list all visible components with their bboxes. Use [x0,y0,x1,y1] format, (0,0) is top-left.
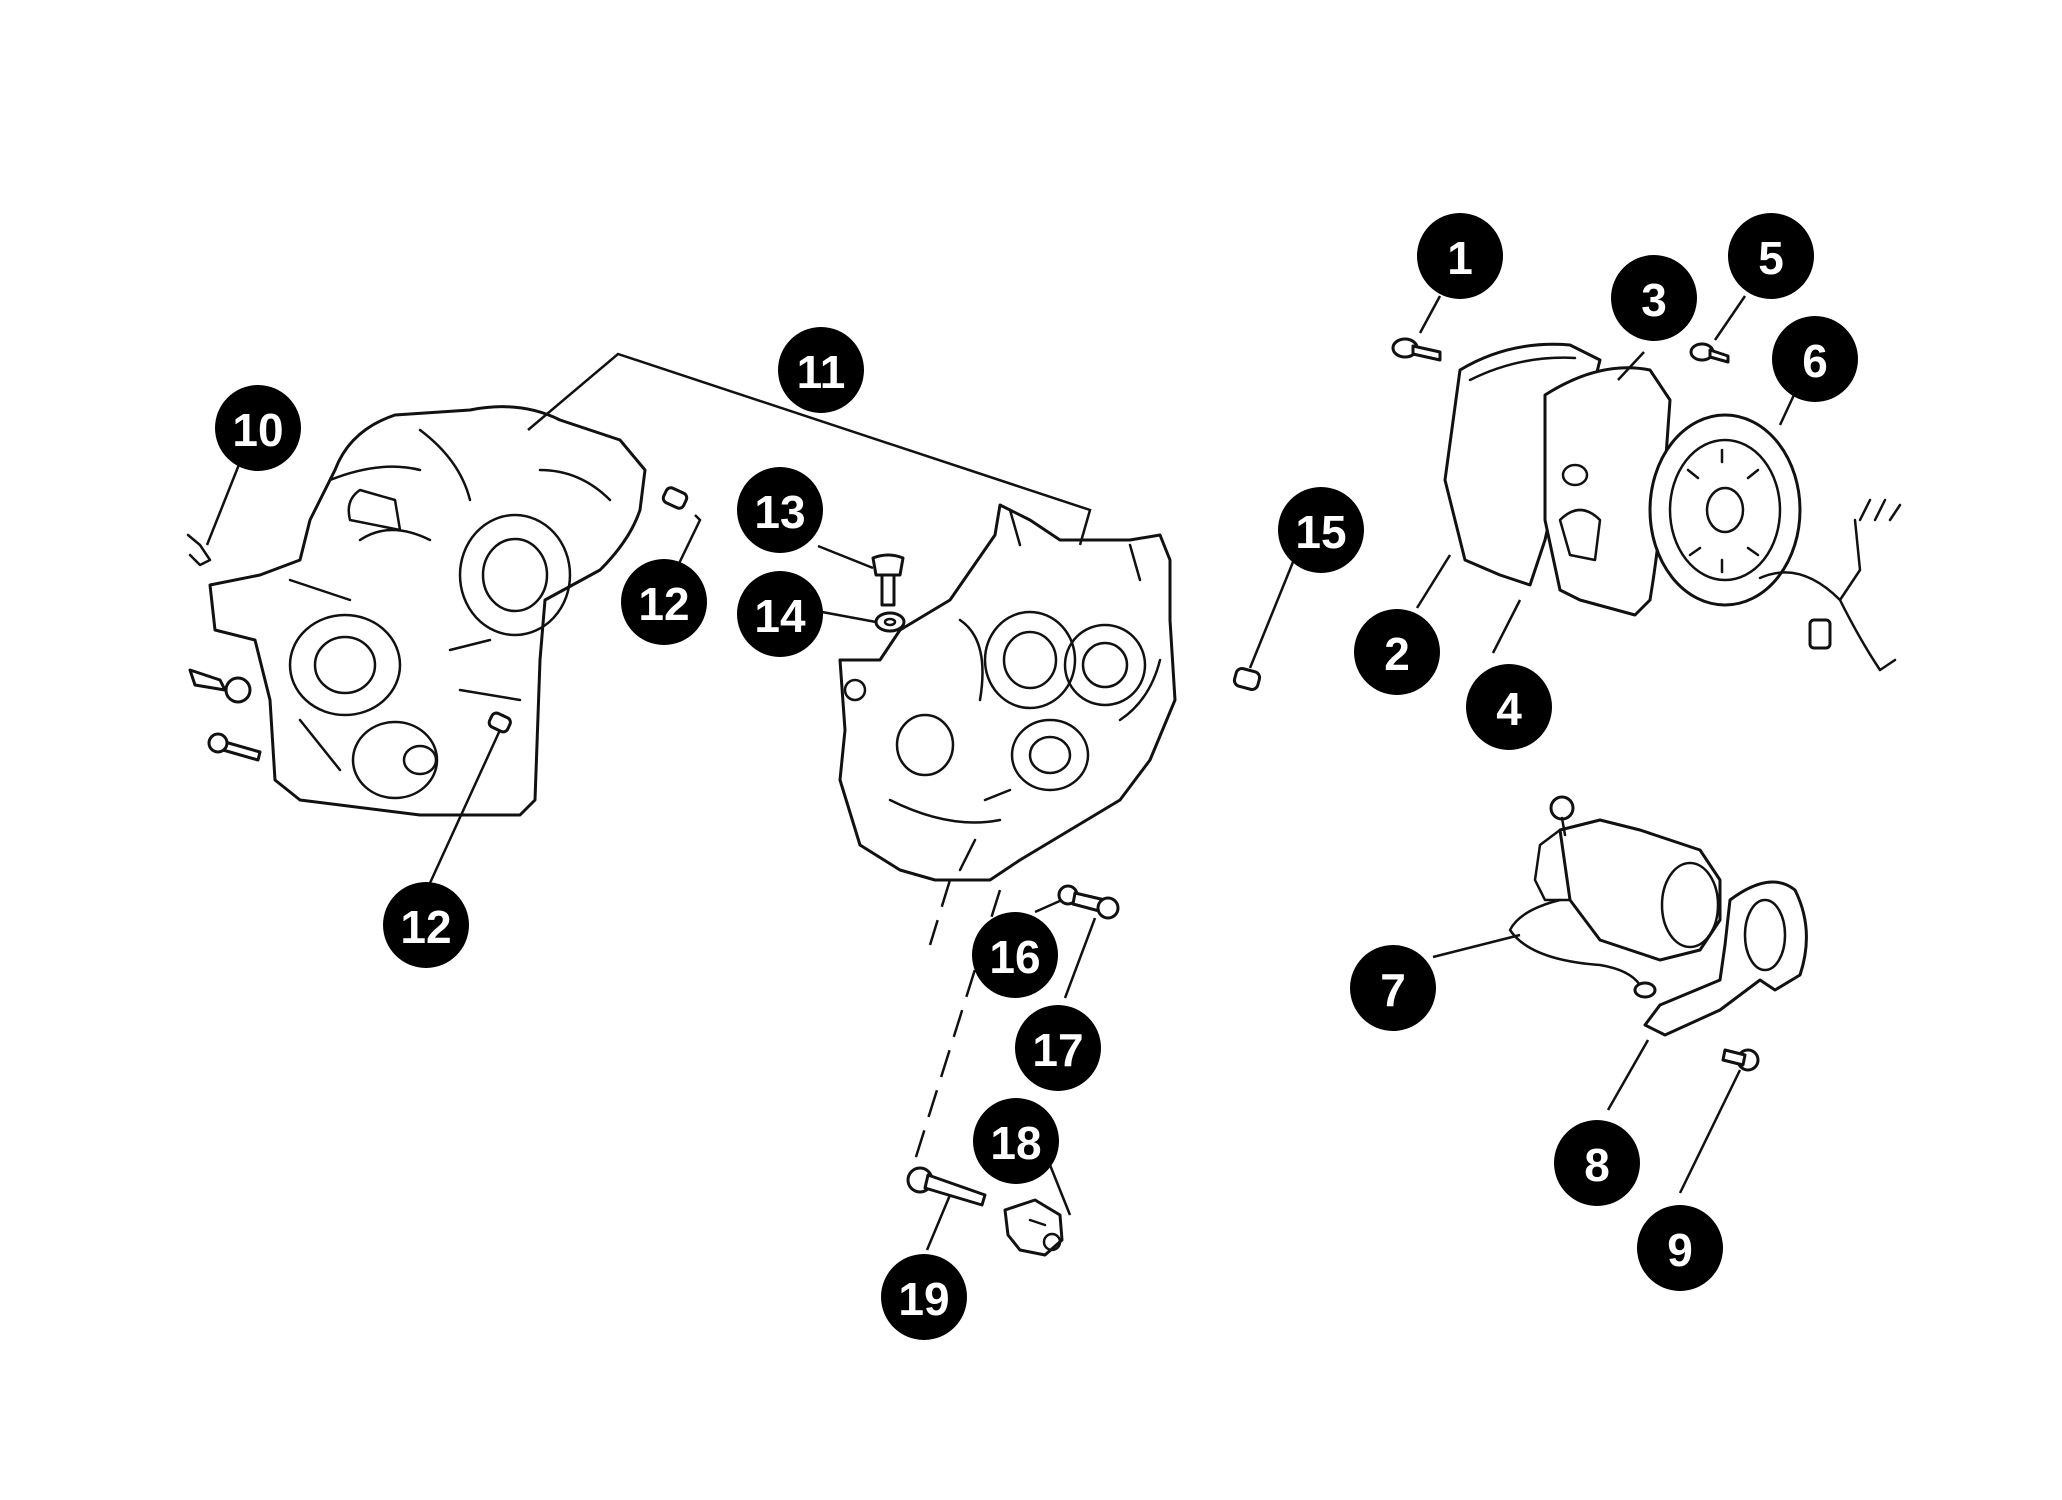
leader-12b [428,729,502,884]
callout-1: 1 [1417,213,1503,299]
callout-19: 19 [881,1254,967,1340]
callout-9-label: 9 [1667,1224,1693,1276]
callout-16: 16 [972,912,1058,998]
callout-13: 13 [737,467,823,553]
starter-cable [1508,898,1657,999]
bolt-9 [1721,1048,1760,1072]
leader-7 [1432,933,1521,959]
callout-10: 10 [215,385,301,471]
leader-9 [1678,1069,1742,1194]
callout-3-label: 3 [1641,274,1667,326]
leader-1 [1418,295,1442,334]
callout-5-label: 5 [1758,232,1784,284]
callout-8: 8 [1554,1120,1640,1206]
callout-14: 14 [737,571,823,657]
callout-4: 4 [1466,664,1552,750]
callout-18-label: 18 [990,1117,1041,1169]
callout-12-lower: 12 [383,882,469,968]
callout-6: 6 [1772,316,1858,402]
bolt-1 [1391,337,1442,362]
callout-2: 2 [1354,609,1440,695]
leader-dashed-short [928,879,952,946]
callout-13-label: 13 [754,486,805,538]
callout-9: 9 [1637,1205,1723,1291]
pin-10 [186,533,212,567]
callout-7-label: 7 [1380,964,1406,1016]
leader-15 [1248,561,1295,669]
callout-17-label: 17 [1032,1024,1083,1076]
callout-12-lower-label: 12 [400,901,451,953]
left-crankcase-half [208,405,647,817]
leader-17 [1063,917,1097,999]
leader-10 [205,461,242,546]
leader-lines [205,295,1802,1251]
leader-3 [1617,351,1645,381]
bolt-13 [871,553,905,607]
callout-15: 15 [1278,487,1364,573]
callout-18: 18 [973,1098,1059,1184]
callout-6-label: 6 [1802,335,1828,387]
callout-14-label: 14 [754,590,806,642]
starter-motor [1533,795,1722,962]
leader-5 [1713,295,1747,341]
callout-12-upper-label: 12 [638,578,689,630]
leader-2 [1415,554,1452,609]
callout-12-upper: 12 [621,559,707,645]
starter-bracket [1643,880,1808,1037]
callout-10-label: 10 [232,404,283,456]
plug-15 [1232,667,1262,691]
callout-4-label: 4 [1496,683,1522,735]
callout-3: 3 [1611,255,1697,341]
leader-18 [1046,1159,1072,1216]
leader-11 [527,352,1092,546]
callout-17: 17 [1015,1005,1101,1091]
leader-13 [817,544,874,570]
washer-14 [874,611,906,633]
callout-11: 11 [778,327,864,413]
bolt-19 [906,1166,987,1207]
dowel-pin-lower [487,711,512,734]
callout-15-label: 15 [1295,506,1346,558]
callout-2-label: 2 [1384,628,1410,680]
callout-8-label: 8 [1584,1139,1610,1191]
bolt-16-17 [1057,884,1120,920]
right-crankcase-half [838,503,1177,882]
callout-16-label: 16 [989,931,1040,983]
leader-8 [1606,1039,1650,1111]
leader-4 [1491,599,1522,654]
dowel-pin-upper [661,486,689,510]
leader-12a [670,514,702,579]
bolt-left-lower [207,732,262,762]
callout-11-label: 11 [797,346,846,398]
callout-19-label: 19 [898,1273,949,1325]
callout-5: 5 [1728,213,1814,299]
leader-19 [925,1194,952,1251]
stator-wiring [1758,498,1902,672]
callout-1-label: 1 [1447,232,1473,284]
bracket-18 [1003,1198,1064,1257]
callout-7: 7 [1350,945,1436,1031]
bolt-5 [1689,342,1730,364]
bolt-left-upper [188,668,252,704]
leader-16 [1034,898,1063,914]
stator-ring [1648,413,1802,607]
leader-14 [821,610,877,624]
